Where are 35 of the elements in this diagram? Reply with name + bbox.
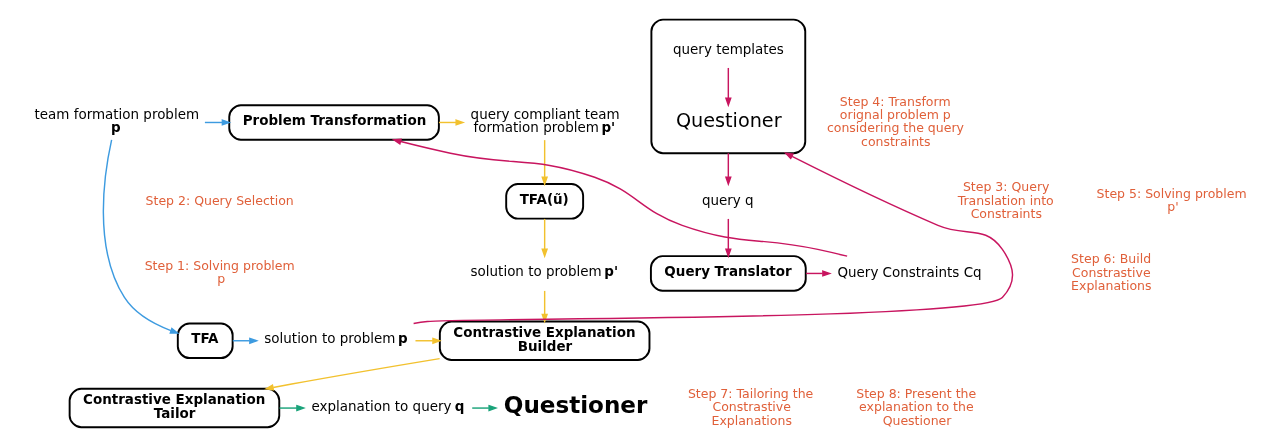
label: Step 2: Query Selection: [145, 192, 294, 208]
label: Step 3: Query Translation into Constraints: [957, 179, 1054, 222]
node-text: Questioner: [503, 392, 648, 419]
node-text: explanation to query q: [311, 398, 465, 414]
node-box: TFA(ũ): [505, 183, 585, 220]
node-text: query templates: [673, 41, 784, 57]
arrow: [541, 139, 549, 187]
arrow: [278, 404, 306, 412]
node-box: Contrastive Explanation Tailor: [68, 387, 281, 429]
cluster: [650, 18, 807, 155]
label: Step 1: Solving problem p: [144, 257, 295, 287]
node-text: solution to problem p': [470, 264, 619, 280]
node-text: query q: [701, 192, 754, 208]
label: Step 4: Transform orignal problem p considering the query constraints: [826, 93, 964, 149]
node-text: Query Constraints Cq: [837, 265, 982, 280]
node-box: Query Translator: [649, 255, 807, 292]
arrow: [724, 152, 732, 187]
arrow: [471, 404, 498, 412]
arrow: [264, 357, 441, 391]
arrow: [724, 67, 732, 108]
arrow: [541, 218, 549, 259]
label: Step 7: Tailoring the Constrastive Explanations: [687, 385, 814, 428]
label: Step 8: Present the explanation to the Questioner: [856, 385, 977, 428]
arrow: [391, 138, 848, 257]
node-text: query compliant team formation problem p': [470, 106, 620, 136]
node-text: solution to problem p: [264, 331, 408, 347]
node-box: Contrastive Explanation Builder: [438, 320, 651, 361]
node-text: team formation problem p: [34, 106, 200, 136]
node-box: TFA: [176, 322, 234, 359]
label: Step 6: Build Constrastive Explanations: [1071, 251, 1152, 294]
arrow: [102, 139, 180, 334]
node-text: Questioner: [675, 109, 782, 133]
label: Step 5: Solving problem p': [1096, 185, 1247, 215]
node-box: Problem Transformation: [228, 104, 440, 141]
arrow: [724, 218, 732, 259]
